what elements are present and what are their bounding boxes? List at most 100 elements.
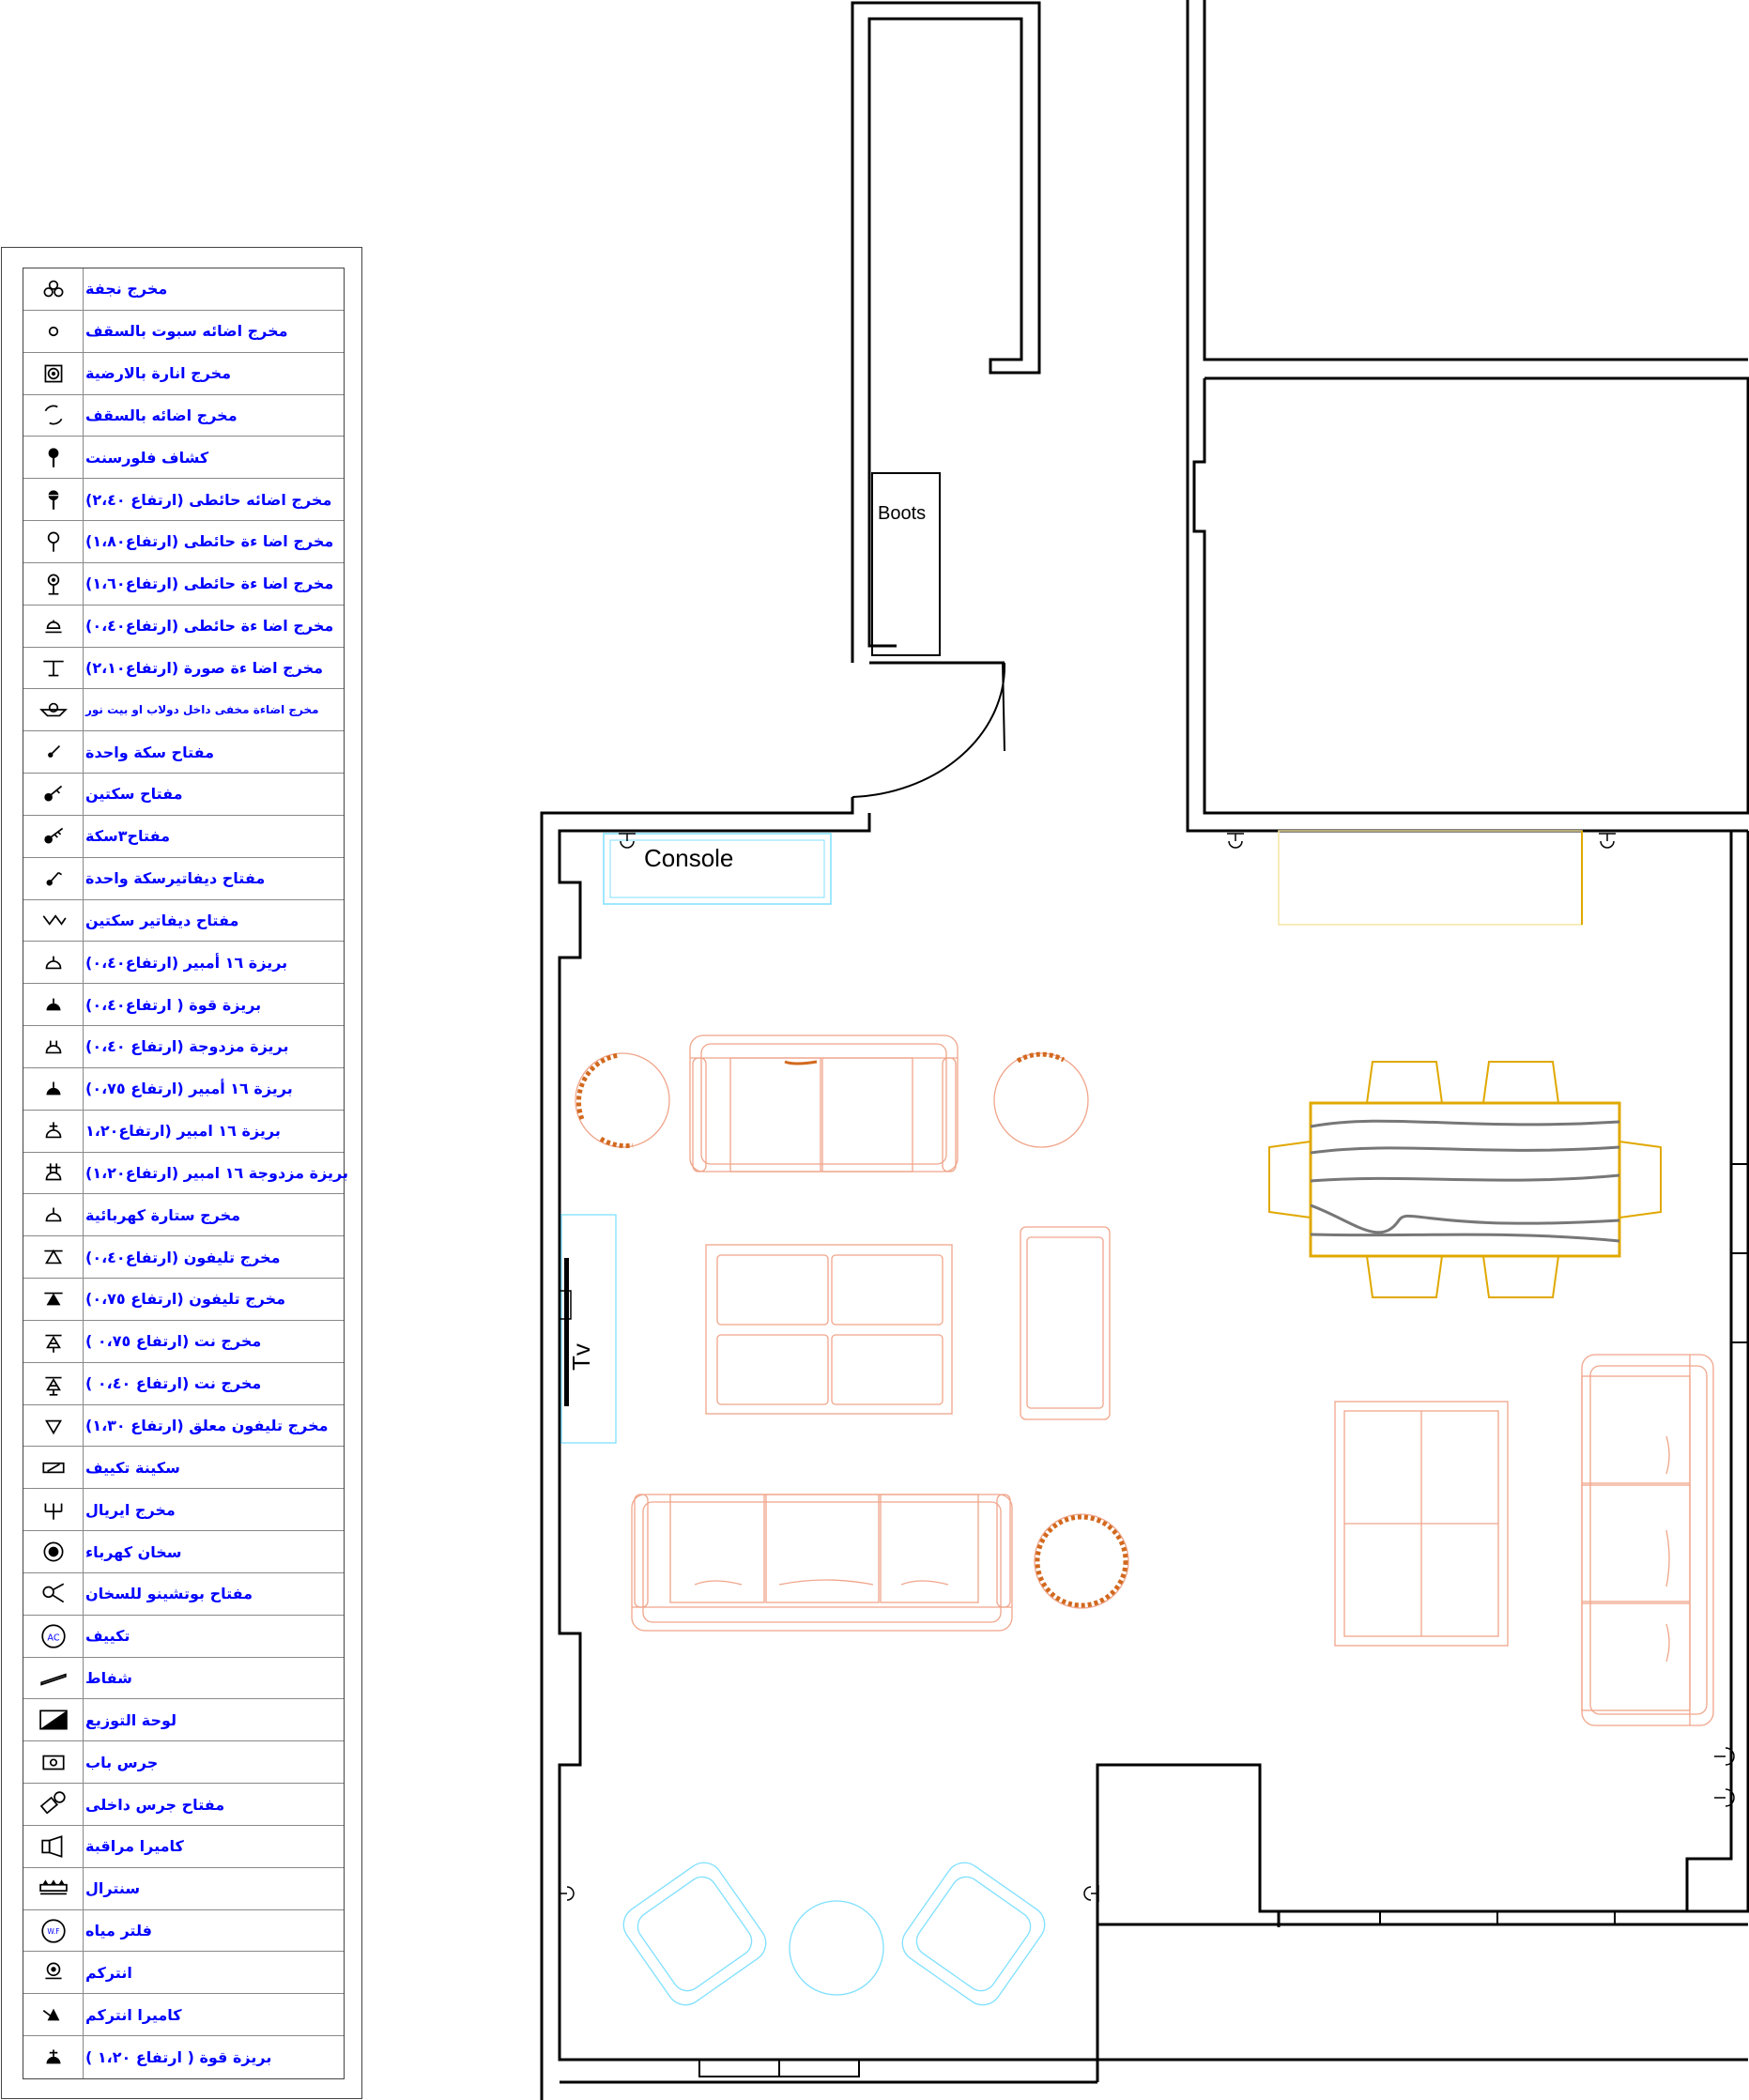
wall-light-040-icon <box>23 605 84 647</box>
legend-row: بريزة ١٦ أمبير (ارتفاع٠،٤٠) <box>23 942 344 985</box>
legend-label: بريزة ١٦ أمبير (ارتفاع٠،٤٠) <box>85 953 288 972</box>
legend-row: مفتاح بوتشينو للسخان <box>23 1572 344 1616</box>
legend-label: مخرج اضائه حائطى (ارتفاع ٢،٤٠) <box>85 490 332 509</box>
water-filter-icon: W.F <box>23 1909 84 1952</box>
console-label: Console <box>644 844 733 872</box>
boots-label: Boots <box>878 503 926 524</box>
console: Console <box>603 833 832 905</box>
door-bell-icon <box>23 1741 84 1784</box>
ac-knife-switch-icon <box>23 1447 84 1489</box>
legend-label: مفتاح سكتين <box>85 785 183 804</box>
sofa-top <box>689 1035 959 1173</box>
power-socket-120-icon <box>23 2036 84 2078</box>
legend-row: سنترال <box>23 1867 344 1910</box>
legend-label: تكييف <box>85 1627 130 1646</box>
legend-label: كاميرا انتركم <box>85 2005 182 2024</box>
legend-row: مخرج اضائه سبوت بالسقف <box>23 310 344 353</box>
sofa-bottom <box>631 1494 1013 1632</box>
floor-light-outlet-icon <box>23 352 84 394</box>
dining-set <box>1268 1061 1662 1298</box>
legend-row: مخرج تليفون (ارتفاع ٠،٧٥) <box>23 1279 344 1321</box>
console-table-inner <box>609 839 825 898</box>
legend-label: مخرج اضائه بالسقف <box>85 406 238 424</box>
wall-light-160-icon <box>23 562 84 605</box>
right-block-wall <box>1203 0 1748 361</box>
legend-row: كشاف فلورسنت <box>23 437 344 480</box>
legend-row: مفتاح سكتين <box>23 774 344 816</box>
lounge-chairs <box>622 1862 1046 2006</box>
legend-row: مخرج انارة بالارضية <box>23 352 344 395</box>
wall-light-icon <box>619 833 636 849</box>
legend-row: مخرج اضا ءة صورة (ارتفاع٢،١٠) <box>23 647 344 690</box>
power-socket-040-icon <box>23 984 84 1026</box>
door-leaf <box>1002 662 1005 752</box>
legend-row: كاميرا انتركم <box>23 1994 344 2037</box>
round-chair-bottom <box>1034 1513 1129 1609</box>
legend-label: مخرج تليفون (ارتفاع٠،٤٠) <box>85 1248 281 1266</box>
console-table <box>603 833 832 905</box>
legend-label: مخرج نت (ارتفاع ٠،٧٥ ) <box>85 1332 262 1351</box>
legend-label: سخان كهرباء <box>85 1542 182 1561</box>
ac-icon: AC <box>23 1615 84 1657</box>
legend-row: مخرج اضا ءة حائطى (ارتفاع٠،٤٠) <box>23 605 344 648</box>
switch-icon <box>1725 1747 1735 1766</box>
legend-label: مخرج ايريال <box>85 1500 176 1519</box>
sideboard <box>1278 830 1583 926</box>
legend-label: مخرج اضا ءة حائطى (ارتفاع١،٨٠) <box>85 532 334 551</box>
legend-label: مخرج نت (ارتفاع ٠،٤٠ ) <box>85 1374 262 1393</box>
legend-row: بريزة مزدوجة (ارتفاع ٠،٤٠) <box>23 1026 344 1068</box>
coffee-table <box>705 1244 953 1415</box>
sofa-right <box>1581 1354 1714 1726</box>
svg-text:AC: AC <box>47 1632 59 1643</box>
legend-label: فلتر مياه <box>85 1922 152 1940</box>
notch-inner-wall <box>1685 831 1733 1911</box>
wall-light-icon <box>1599 833 1616 849</box>
legend-row: جرس باب <box>23 1741 344 1785</box>
legend-row: مخرج تليفون (ارتفاع٠،٤٠) <box>23 1236 344 1280</box>
wall-light-240-icon <box>23 479 84 520</box>
phone-outlet-040-icon <box>23 1236 84 1279</box>
table-grain <box>1310 1119 1620 1243</box>
legend-label: مفتاح٣سكة <box>85 827 171 846</box>
legend-label: مخرج ستارة كهربائية <box>85 1205 241 1224</box>
hidden-cabinet-light-icon <box>23 689 84 731</box>
tv-stand <box>559 1290 572 1320</box>
intercom-icon <box>23 1952 84 1994</box>
round-side-table <box>789 1900 884 1996</box>
legend-row: سكينة تكييف <box>23 1447 344 1490</box>
legend-row: لوحة التوزيع <box>23 1699 344 1742</box>
socket-16a-040-icon <box>23 942 84 984</box>
legend-label: مخرج تليفون (ارتفاع ٠،٧٥) <box>85 1290 286 1309</box>
legend-row: شفاط <box>23 1657 344 1700</box>
lounge-chair-right <box>901 1862 1046 2006</box>
legend-label: كاميرا مراقبة <box>85 1837 184 1856</box>
accent-chairs <box>575 1051 1129 1609</box>
legend-row: مخرج اضائه بالسقف <box>23 394 344 437</box>
legend-label: بريزة ١٦ أمبير (ارتفاع ٠،٧٥) <box>85 1080 293 1098</box>
legend-label: مخرج تليفون معلق (ارتفاع ١،٣٠) <box>85 1417 329 1434</box>
legend-row: بريزة مزدوجة ١٦ امبير (ارتفاع١،٢٠) <box>23 1152 348 1195</box>
legend-row: سخان كهرباء <box>23 1531 344 1573</box>
legend-row: مفتاح سكة واحدة <box>23 731 344 774</box>
net-outlet-040-icon <box>23 1362 84 1404</box>
legend-label: انتركم <box>85 1963 132 1982</box>
hanging-phone-outlet-icon <box>23 1404 84 1447</box>
boots-cabinet: Boots <box>871 472 941 656</box>
right-room-wall <box>1192 376 1749 815</box>
wall-light-icon <box>559 1885 575 1902</box>
legend-row: بريزة ١٦ أمبير (ارتفاع ٠،٧٥) <box>23 1067 344 1111</box>
wall-light-icon <box>1227 833 1244 849</box>
legend-row: مخرج اضا ءة حائطى (ارتفاع١،٦٠) <box>23 562 344 605</box>
legend-label: مخرج اضائه سبوت بالسقف <box>85 322 288 341</box>
heater-button-switch-icon <box>23 1572 84 1615</box>
legend-label: مخرج اضا ءة صورة (ارتفاع٢،١٠) <box>85 658 324 677</box>
legend-label: مخرج اضا ءة حائطى (ارتفاع٠،٤٠) <box>85 617 334 636</box>
legend-label: مفتاح ديفاتير سكتين <box>85 911 239 929</box>
legend-label: مخرج اضاءة مخفى داخل دولاب او بيت نور <box>85 703 319 717</box>
double-socket-16a-120-icon <box>23 1152 84 1194</box>
living-outer-wall <box>540 797 854 2100</box>
legend-label: كشاف فلورسنت <box>85 448 209 467</box>
legend-row: مخرج ايريال <box>23 1489 344 1532</box>
